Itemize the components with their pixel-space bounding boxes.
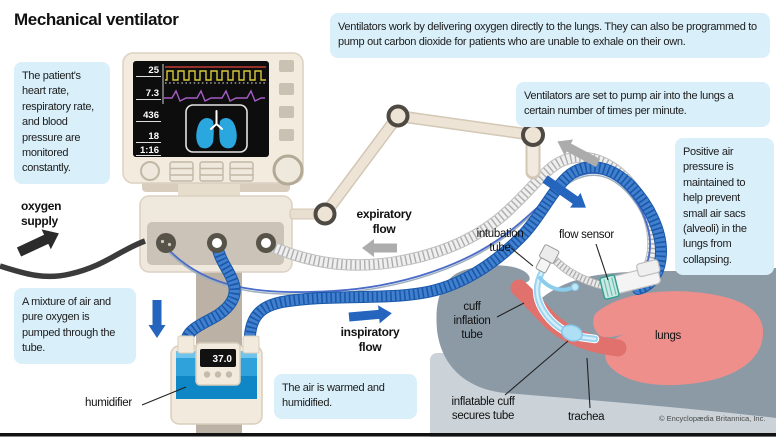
callout-air-mixture: A mixture of air and pure oxygen is pump… [14, 288, 136, 364]
expiratory-direction-arrow [557, 139, 601, 167]
air-down-arrow [148, 300, 166, 338]
page-title: Mechanical ventilator [14, 10, 179, 29]
humidifier-button[interactable] [214, 371, 222, 378]
copyright-notice: © Encyclopædia Britannica, Inc. [659, 414, 766, 423]
ventilator-monitor: 25 7.3 436 18 1:16 [122, 52, 304, 186]
humidifier-button[interactable] [203, 371, 211, 378]
monitor-round-button[interactable] [140, 161, 160, 181]
monitor-knob[interactable] [272, 154, 304, 186]
lungs-anatomy [593, 291, 764, 386]
monitor-readings: 25 7.3 436 18 1:16 [140, 65, 160, 156]
support-arm [289, 104, 545, 226]
callout-how-it-works: Ventilators work by delivering oxygen di… [330, 13, 770, 58]
lungs-icon [185, 104, 248, 153]
flow-waveform [164, 89, 265, 102]
oxygen-supply-tube [0, 238, 146, 280]
reading-3: 436 [143, 110, 159, 121]
inflatable-cuff-label: inflatable cuff secures tube [451, 396, 515, 423]
cuff-inflation-tube-label: cuff inflation tube [453, 301, 491, 342]
callout-positive-pressure: Positive air pressure is maintained to h… [675, 138, 774, 276]
inspiratory-direction-arrow [542, 175, 586, 208]
intubation-assembly [532, 244, 600, 344]
flow-sensor-label: flow sensor [559, 229, 614, 241]
callout-pump-rate: Ventilators are set to pump air into the… [516, 82, 770, 127]
inspiratory-flow-label: inspiratory flow [340, 325, 400, 354]
waveforms [162, 64, 266, 104]
flow-sensor [599, 274, 620, 300]
callout-warmed-air: The air is warmed and humidified. [274, 374, 417, 419]
monitor-side-buttons[interactable] [279, 60, 294, 141]
intubation-tube-label: intubation tube [476, 228, 524, 255]
reading-5: 1:16 [140, 145, 159, 156]
inflatable-cuff-shape [560, 324, 584, 342]
flow-sensor-assembly [599, 259, 661, 300]
pressure-waveform [165, 70, 266, 81]
expiratory-flow-label: expiratory flow [356, 207, 412, 236]
flow-arrows [16, 139, 601, 338]
oxygen-supply-label: oxygen supply [21, 199, 62, 228]
reading-1: 25 [148, 65, 159, 76]
reading-2: 7.3 [146, 88, 159, 99]
expiratory-flow-arrow [362, 239, 397, 257]
trachea-label: trachea [568, 411, 605, 423]
pointer-lines [141, 243, 609, 409]
oxygen-supply-arrow [16, 229, 59, 257]
humidifier-temperature: 37.0 [213, 354, 233, 365]
humidifier-device: 37.0 [170, 342, 263, 425]
lungs-label: lungs [655, 330, 681, 342]
tube-connector [535, 244, 560, 274]
humidifier-button[interactable] [225, 371, 233, 378]
humidifier-label: humidifier [85, 397, 132, 409]
bottom-border [0, 433, 776, 437]
callout-monitoring: The patient's heart rate, respiratory ra… [14, 62, 110, 184]
cuff-inflation-tube-shape [538, 276, 574, 292]
reading-4: 18 [148, 131, 159, 142]
inspiratory-flow-arrow [348, 305, 392, 324]
monitor-bottom-buttons[interactable] [169, 161, 254, 182]
ventilator-ports [156, 233, 276, 354]
humidifier-display [200, 349, 236, 367]
